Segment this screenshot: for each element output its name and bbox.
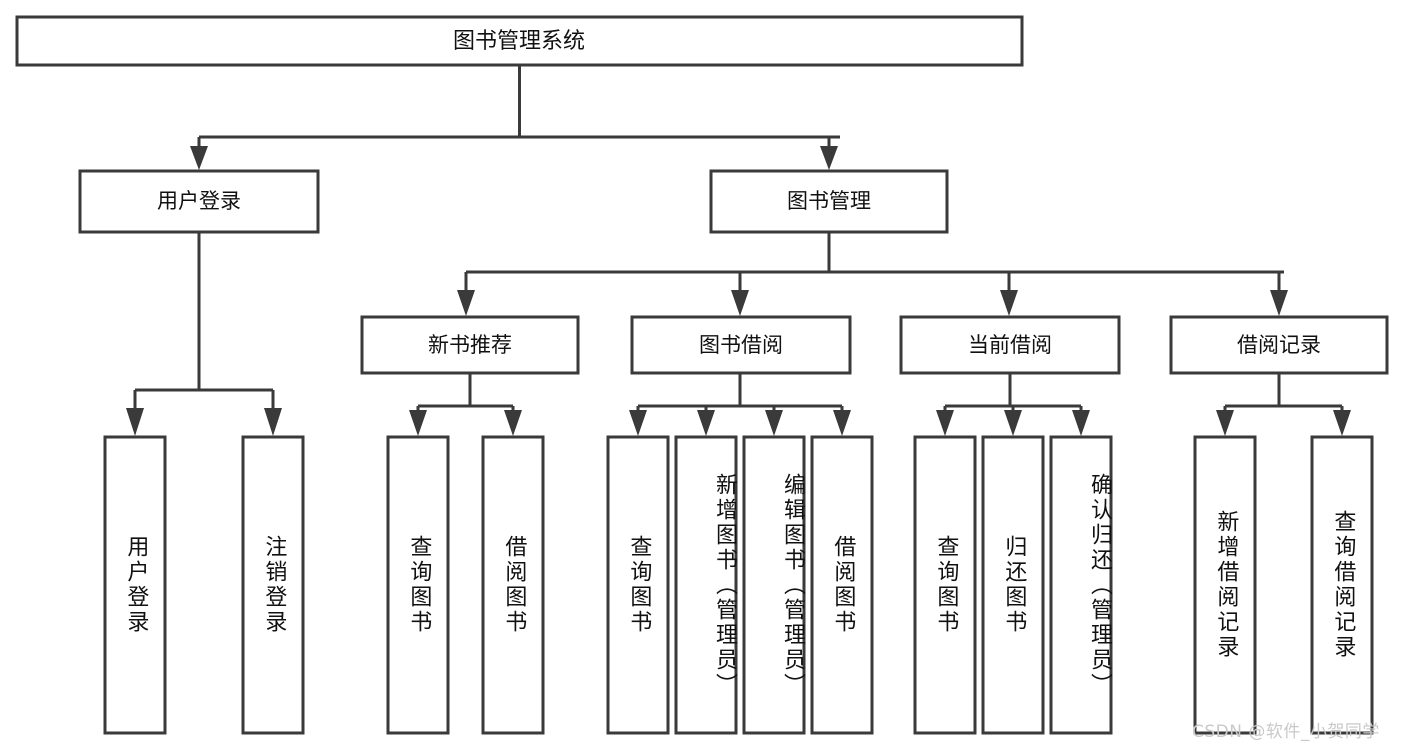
node-borrow-record-box[interactable] <box>1169 315 1389 375</box>
arrowhead-newbook-leaf-1 <box>409 410 427 436</box>
arrowhead-user-login <box>190 146 208 170</box>
arrowhead-book-mgmt <box>820 146 838 170</box>
node-book-borrow-label: 图书借阅 <box>699 333 783 357</box>
leaf-currentborrow-query-book-box[interactable] <box>913 435 977 735</box>
arrowhead-currentborrow-leaf-2 <box>1004 410 1022 436</box>
arrowhead-bookborrow-leaf-1 <box>629 410 647 436</box>
node-book-management-box[interactable] <box>709 169 949 234</box>
node-root-box[interactable] <box>15 15 1024 67</box>
leaf-borrowrecord-add-record-box[interactable] <box>1193 435 1257 735</box>
leaf-bookborrow-add-book-box[interactable] <box>674 435 738 735</box>
leaf-newbook-query-book-box[interactable] <box>386 435 450 735</box>
node-current-borrow-box[interactable] <box>899 315 1121 375</box>
arrowhead-bookborrow-leaf-3 <box>765 410 783 436</box>
leaf-bookborrow-borrow-book-box[interactable] <box>810 435 874 735</box>
leaf-bookborrow-query-book-box[interactable] <box>606 435 670 735</box>
arrowhead-borrowrecord-leaf-2 <box>1333 410 1351 436</box>
node-layer: 图书管理系统 用户登录 图书管理 新书推荐 图书借阅 当前借阅 借阅记录 <box>15 15 1389 735</box>
node-new-book-recommend-label: 新书推荐 <box>428 333 512 357</box>
node-book-borrow-box[interactable] <box>630 315 852 375</box>
node-book-management-label: 图书管理 <box>787 189 871 213</box>
arrowhead-currentborrow-leaf-1 <box>936 410 954 436</box>
arrowhead-leaf-user-login <box>126 408 144 436</box>
leaf-currentborrow-confirm-return-box[interactable] <box>1049 435 1113 735</box>
leaf-currentborrow-return-book-box[interactable] <box>981 435 1045 735</box>
node-current-borrow-label: 当前借阅 <box>968 333 1052 357</box>
leaf-bookborrow-edit-book-box[interactable] <box>742 435 806 735</box>
arrowhead-book-borrow <box>731 290 749 316</box>
arrowhead-currentborrow-leaf-3 <box>1072 410 1090 436</box>
csdn-watermark: CSDN @软件_小贺同学 <box>1192 722 1380 742</box>
connector-layer <box>126 65 1351 436</box>
node-user-login-box[interactable] <box>78 169 320 234</box>
node-user-login-label: 用户登录 <box>157 189 241 213</box>
arrowhead-leaf-logout <box>264 408 282 436</box>
arrowhead-bookborrow-leaf-4 <box>833 410 851 436</box>
leaf-newbook-borrow-book-box[interactable] <box>481 435 545 735</box>
node-root-label: 图书管理系统 <box>453 29 585 54</box>
arrowhead-current-borrow <box>1000 290 1018 316</box>
node-new-book-recommend-box[interactable] <box>360 315 580 375</box>
arrowhead-bookborrow-leaf-2 <box>697 410 715 436</box>
leaf-logout-box[interactable] <box>241 435 305 735</box>
leaf-borrowrecord-query-record-box[interactable] <box>1310 435 1374 735</box>
arrowhead-borrowrecord-leaf-1 <box>1216 410 1234 436</box>
arrowhead-new-book-recommend <box>457 290 475 316</box>
arrowhead-newbook-leaf-2 <box>504 410 522 436</box>
node-borrow-record-label: 借阅记录 <box>1237 333 1321 357</box>
leaf-user-login-box[interactable] <box>103 435 167 735</box>
arrowhead-borrow-record <box>1270 290 1288 316</box>
